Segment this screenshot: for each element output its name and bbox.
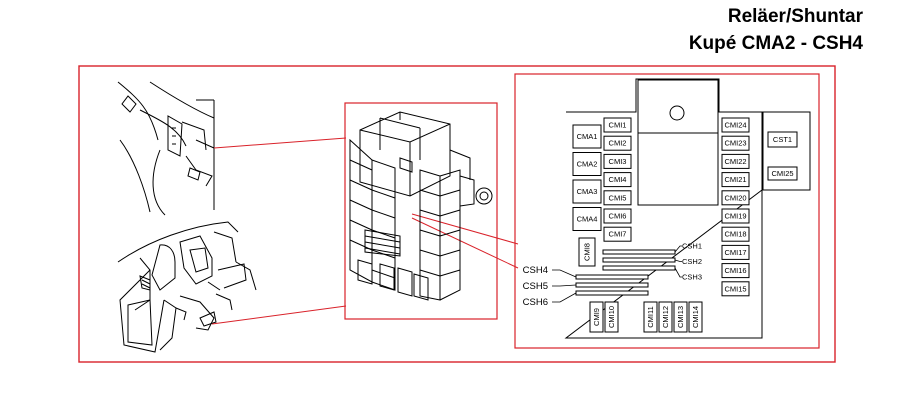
fusebox-frame [514,73,820,349]
shunt-csh3-leader [674,267,682,278]
fuse-cmi6-label: CMI6 [609,212,627,221]
shunt-csh1-bar [602,249,676,255]
relay-cma3-box [572,179,602,204]
shunt-csh2-bar [602,257,676,263]
car-interior-illustration [117,81,257,353]
fuse-cmi3-box [603,153,632,169]
fuse-cmi16-label: CMI16 [724,266,746,275]
fuse-cmi23-box [721,135,750,151]
fuse-cmi5-label: CMI5 [609,193,627,202]
fuse-cmi4-label: CMI4 [609,175,627,184]
fuse-cmi18-label: CMI18 [724,230,746,239]
relay-cma3-label: CMA3 [577,187,598,196]
fuse-cmi12-label: CMI12 [661,306,670,328]
fuse-cmi11-box [643,301,658,333]
fuse-cmi20-box [721,190,750,206]
fuse-cmi13-box [673,301,688,333]
relay-cma1-box [572,124,602,149]
fuse-cmi10-label: CMI10 [607,306,616,328]
shunt-csh6-label: CSH6 [523,297,548,308]
page-title-line2: Kupé CMA2 - CSH4 [688,33,863,54]
shunt-csh1-leader [674,245,682,253]
fuse-cmi23-label: CMI23 [724,139,746,148]
fuse-cmi9-label: CMI9 [592,308,601,326]
fuse-cmi2-label: CMI2 [609,139,627,148]
fuse-cmi5-box [603,190,632,206]
fuse-cmi24-label: CMI24 [724,121,746,130]
page-title-line1: Reläer/Shuntar [727,6,863,27]
right-extra-block [762,111,811,191]
fuse-cmi6-box [603,208,632,224]
fuse-cmi16-box [721,263,750,279]
fuse-cmi2-box [603,135,632,151]
shunt-csh1-label: CSH1 [682,242,702,251]
shunt-csh2-label: CSH2 [682,257,702,266]
fuse-cmi13-label: CMI13 [676,306,685,328]
fuse-cmi7-label: CMI7 [609,230,627,239]
fuse-cmi25-box [767,166,798,181]
fuse-cmi21-box [721,172,750,188]
relay-cma1-label: CMA1 [577,132,598,141]
shunt-csh3-label: CSH3 [682,273,702,282]
fuse-cmi24-box [721,117,750,133]
fuse-cmi15-label: CMI15 [724,284,746,293]
fuse-cmi14-box [688,301,703,333]
middle-frame [344,102,498,320]
fuse-cmi14-label: CMI14 [691,306,700,328]
fusebox-outline [564,78,811,339]
fuse-cmi7-box [603,226,632,242]
fuse-cmi17-label: CMI17 [724,248,746,257]
fuse-cmi22-box [721,153,750,169]
relay-cma2-label: CMA2 [577,160,598,169]
outer-frame [78,65,836,363]
fuse-cmi3-label: CMI3 [609,157,627,166]
relay-box-illustration [349,111,493,301]
relay-cma4-label: CMA4 [577,215,598,224]
fuse-cmi4-box [603,172,632,188]
relay-cst1-box [767,131,798,148]
fuse-cmi18-box [721,226,750,242]
leader-lines [211,137,519,325]
fuse-cmi11-label: CMI11 [646,306,655,328]
fuse-cmi15-box [721,281,750,297]
shunt-csh4-bar [575,274,649,280]
fuse-cmi19-box [721,208,750,224]
fuse-cmi22-label: CMI22 [724,157,746,166]
shunt-csh6-bar [575,290,649,296]
shunt-csh4-leader [552,269,577,278]
shunt-csh5-leader [552,284,577,287]
fuse-cmi20-label: CMI20 [724,193,746,202]
relay-cma2-box [572,152,602,176]
main-relay-block [637,79,719,206]
fuse-cmi12-box [658,301,673,333]
shunt-csh3-bar [602,265,676,271]
fuse-cmi25-label: CMI25 [771,169,793,178]
fuse-cmi8-box [578,237,596,267]
main-relay-hole [669,105,685,121]
fuse-cmi1-label: CMI1 [609,121,627,130]
fuse-cmi1-box [603,117,632,133]
fuse-cmi21-label: CMI21 [724,175,746,184]
relay-cma4-box [572,207,602,231]
shunt-csh6-leader [552,292,577,303]
shunt-csh5-label: CSH5 [523,281,548,292]
fuse-cmi8-label: CMI8 [583,243,592,261]
fuse-cmi19-label: CMI19 [724,212,746,221]
fuse-cmi17-box [721,244,750,260]
shunt-csh5-bar [575,282,649,288]
shunt-csh2-leader [674,259,682,262]
shunt-csh4-label: CSH4 [523,265,548,276]
fuse-cmi9-box [589,301,604,333]
relay-cst1-label: CST1 [773,135,792,144]
fuse-cmi10-box [604,301,619,333]
